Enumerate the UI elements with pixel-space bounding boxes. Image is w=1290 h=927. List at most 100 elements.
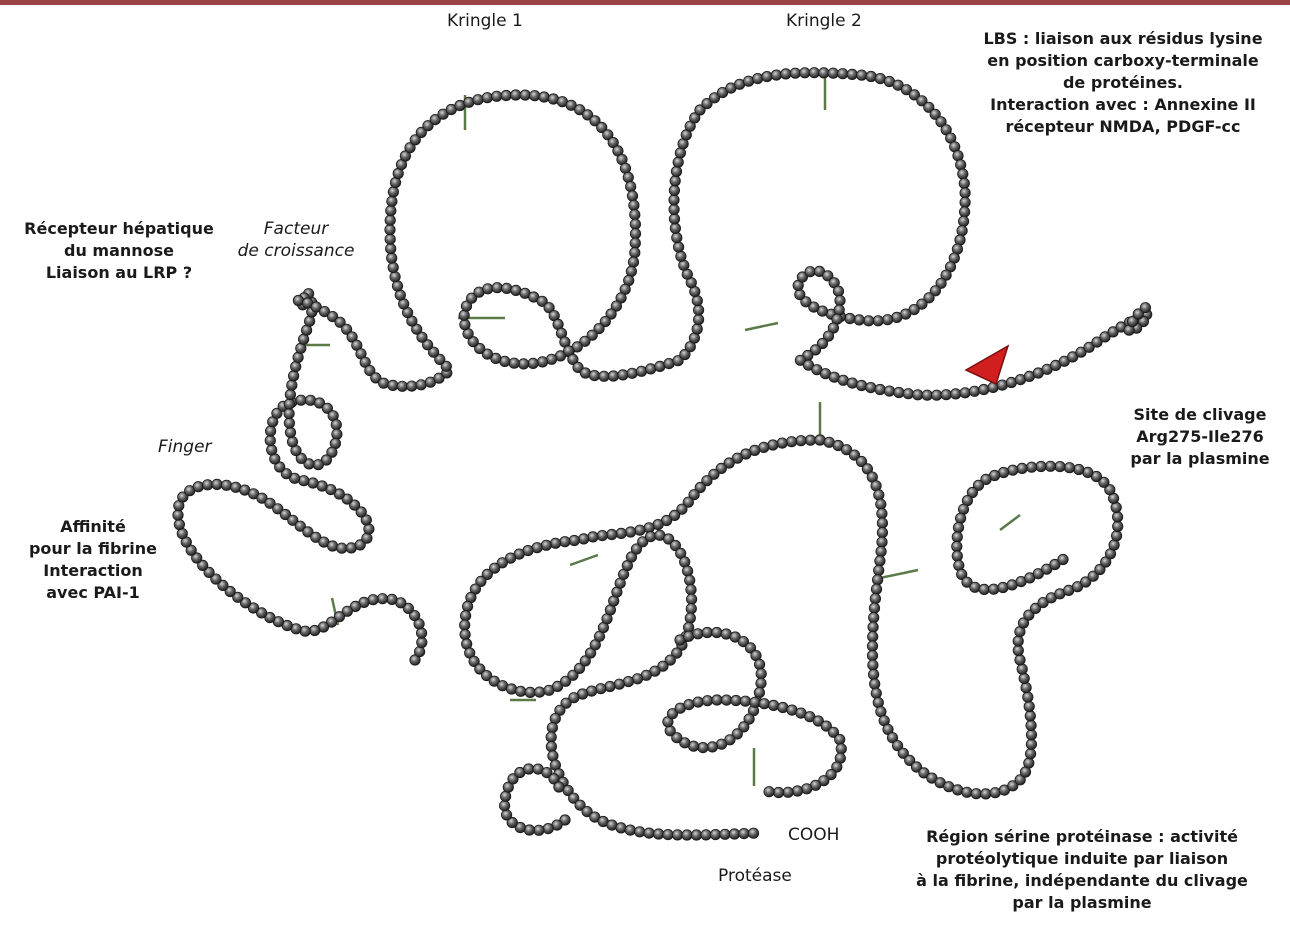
residue-bead	[777, 438, 787, 448]
residue-bead	[212, 479, 222, 489]
residue-bead	[951, 389, 961, 399]
residue-bead	[550, 538, 560, 548]
residue-bead	[1013, 645, 1023, 655]
residue-bead	[792, 786, 802, 796]
finger-label: Finger	[158, 436, 212, 458]
residue-bead	[672, 830, 682, 840]
residue-bead	[645, 531, 655, 541]
residue-bead	[682, 566, 692, 576]
residue-bead	[691, 830, 701, 840]
residue-bead	[1112, 512, 1122, 522]
residue-bead	[762, 71, 772, 81]
residue-bead	[473, 95, 483, 105]
residue-bead	[962, 787, 972, 797]
residue-bead	[922, 390, 932, 400]
residue-bead	[756, 669, 766, 679]
residue-bead	[981, 789, 991, 799]
residue-bead	[644, 828, 654, 838]
residue-bead	[876, 546, 886, 556]
residue-bead	[1026, 730, 1036, 740]
residue-bead	[669, 204, 679, 214]
residue-bead	[819, 68, 829, 78]
residue-bead	[1019, 673, 1029, 683]
residue-bead	[712, 627, 722, 637]
residue-bead	[953, 522, 963, 532]
residue-bead	[670, 176, 680, 186]
residue-bead	[618, 370, 628, 380]
residue-bead	[856, 380, 866, 390]
residue-bead	[941, 390, 951, 400]
residue-bead	[692, 324, 702, 334]
residue-bead	[1026, 462, 1036, 472]
residue-bead	[543, 823, 553, 833]
residue-bead	[636, 366, 646, 376]
residue-bead	[686, 604, 696, 614]
residue-bead	[960, 388, 970, 398]
residue-bead	[483, 284, 493, 294]
residue-bead	[386, 244, 396, 254]
residue-bead	[388, 380, 398, 390]
residue-bead	[1023, 692, 1033, 702]
residue-bead	[537, 357, 547, 367]
residue-bead	[720, 829, 730, 839]
residue-bead	[953, 785, 963, 795]
residue-bead	[596, 684, 606, 694]
residue-bead	[873, 316, 883, 326]
residue-bead	[589, 370, 599, 380]
residue-bead	[548, 751, 558, 761]
affinity-annotation: Affinité pour la fibrine Interaction ave…	[8, 516, 178, 604]
residue-bead	[768, 700, 778, 710]
protease-label: Protéase	[718, 865, 792, 887]
residue-bead	[385, 234, 395, 244]
residue-bead	[630, 248, 640, 258]
residue-bead	[685, 575, 695, 585]
residue-bead	[646, 364, 656, 374]
residue-bead	[293, 295, 303, 305]
residue-bead	[308, 478, 318, 488]
residue-bead	[313, 460, 323, 470]
residue-bead	[414, 647, 424, 657]
kringle2-label: Kringle 2	[786, 10, 862, 32]
residue-bead	[882, 315, 892, 325]
residue-bead	[1111, 531, 1121, 541]
residue-bead	[387, 196, 397, 206]
residue-bead	[693, 314, 703, 324]
residue-bead	[673, 157, 683, 167]
residue-bead	[627, 368, 637, 378]
residue-bead	[783, 787, 793, 797]
residue-bead	[866, 382, 876, 392]
residue-bead	[960, 197, 970, 207]
residue-bead	[520, 90, 530, 100]
residue-bead	[525, 687, 535, 697]
residue-bead	[267, 445, 277, 455]
residue-bead	[265, 426, 275, 436]
residue-bead	[460, 620, 470, 630]
residue-bead	[1024, 758, 1034, 768]
serine-region-annotation: Région sérine protéinase : activité prot…	[902, 826, 1262, 914]
residue-bead	[877, 518, 887, 528]
residue-bead	[528, 358, 538, 368]
residue-bead	[959, 207, 969, 217]
residue-bead	[877, 527, 887, 537]
residue-bead	[1055, 461, 1065, 471]
residue-bead	[684, 699, 694, 709]
residue-bead	[754, 687, 764, 697]
residue-bead	[847, 69, 857, 79]
residue-bead	[868, 622, 878, 632]
residue-bead	[524, 764, 534, 774]
residue-bead	[739, 828, 749, 838]
residue-bead	[670, 223, 680, 233]
residue-bead	[802, 784, 812, 794]
residue-bead	[805, 435, 815, 445]
residue-bead	[989, 584, 999, 594]
residue-bead	[809, 68, 819, 78]
residue-bead	[875, 556, 885, 566]
residue-bead	[1008, 465, 1018, 475]
residue-bead	[460, 629, 470, 639]
residue-bead	[460, 320, 470, 330]
residue-bead	[630, 229, 640, 239]
residue-bead	[534, 687, 544, 697]
residue-bead	[686, 594, 696, 604]
growth-factor-label: Facteur de croissance	[226, 218, 366, 262]
